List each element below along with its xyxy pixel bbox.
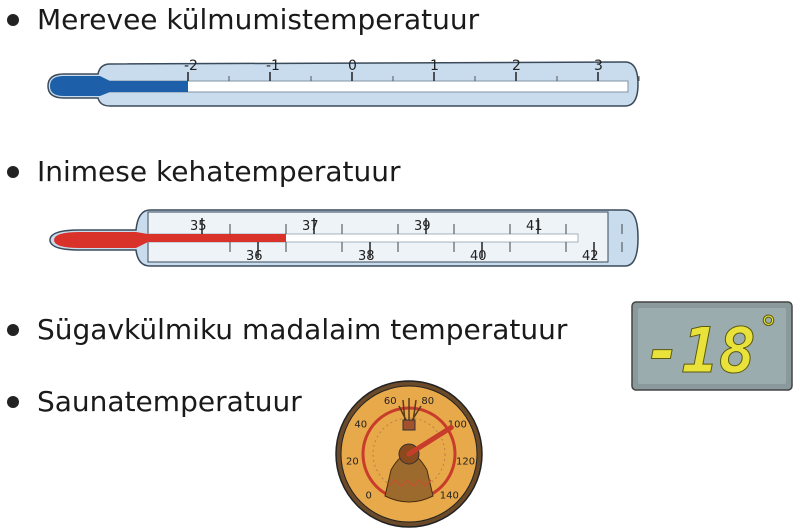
fluid-column	[54, 232, 286, 248]
scale-labels: 35 37 39 41 36 38 40 42	[190, 219, 599, 264]
gauge-needle	[406, 424, 454, 457]
scale-label: 39	[414, 219, 431, 234]
scale-label: -1	[266, 58, 280, 74]
scale-ticks	[187, 72, 640, 81]
freezer-lcd-display: -18 °	[630, 300, 794, 392]
bullet-icon	[7, 324, 19, 336]
gauge-scale-label: 100	[448, 420, 467, 431]
scale-label: 35	[190, 219, 207, 234]
bullet-icon	[7, 396, 19, 408]
lcd-value: -18	[644, 314, 756, 387]
body-thermometer-icon: 35 37 39 41 36 38 40 42	[49, 209, 639, 267]
scale-label: 2	[512, 58, 521, 74]
gauge-scale-label: 60	[384, 396, 397, 407]
gauge-scale-labels: 0 20 40 60 80 100 120 140	[346, 396, 475, 501]
list-item-label: Sügavkülmiku madalaim temperatuur	[37, 313, 568, 346]
gauge-scale-label: 80	[421, 396, 434, 407]
list-item-label: Merevee külmumistemperatuur	[37, 3, 480, 36]
list-item-body-temp: Inimese kehatemperatuur	[0, 154, 400, 190]
scale-label: 41	[526, 219, 543, 234]
scale-label: 38	[358, 249, 375, 264]
gauge-scale-label: 0	[366, 490, 372, 501]
scale-label: -2	[184, 58, 198, 74]
list-item-freezer: Sügavkülmiku madalaim temperatuur	[0, 312, 567, 348]
scale-label: 40	[470, 249, 487, 264]
list-item-label: Inimese kehatemperatuur	[37, 155, 401, 188]
list-item-label: Saunatemperatuur	[37, 385, 302, 418]
scale-label: 37	[302, 219, 319, 234]
scale-label: 0	[348, 58, 357, 74]
lcd-unit: °	[760, 309, 777, 349]
sauna-whisk-icon	[384, 398, 434, 503]
gauge-scale-label: 40	[354, 420, 367, 431]
scale-label: 42	[582, 249, 599, 264]
sauna-gauge-icon: 0 20 40 60 80 100 120 140	[335, 380, 483, 528]
scale-labels: -2 -1 0 1 2 3	[184, 58, 603, 74]
fluid-column	[50, 76, 188, 96]
gauge-scale-label: 140	[440, 490, 459, 501]
bullet-icon	[7, 166, 19, 178]
list-item-sea-water: Merevee külmumistemperatuur	[0, 2, 479, 38]
scale-label: 3	[594, 58, 603, 74]
lcd-display-icon: -18 °	[631, 301, 793, 391]
list-item-sauna: Saunatemperatuur	[0, 384, 302, 420]
bullet-icon	[7, 14, 19, 26]
gauge-scale-label: 120	[456, 456, 475, 467]
scale-ticks	[201, 218, 623, 258]
sea-water-thermometer-icon: -2 -1 0 1 2 3	[47, 58, 640, 107]
gauge-scale-label: 20	[346, 456, 359, 467]
scale-label: 1	[430, 58, 439, 74]
scale-label: 36	[246, 249, 263, 264]
